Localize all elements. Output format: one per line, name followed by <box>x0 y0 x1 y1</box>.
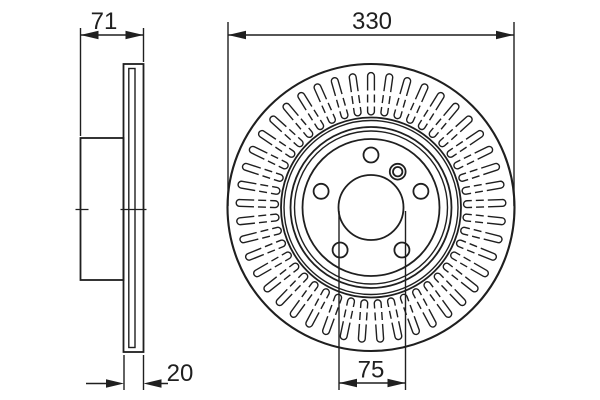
vent-slot <box>462 198 507 209</box>
vent-slot <box>357 299 369 343</box>
disc-profile <box>122 63 145 353</box>
vent-slot <box>269 115 304 148</box>
arrow-right-icon <box>387 378 406 388</box>
vent-slot <box>423 281 453 318</box>
vent-slot <box>455 239 497 261</box>
arrow-left-icon <box>80 30 99 40</box>
dim-thickness: 20 <box>86 355 193 390</box>
set-screw-hole-inner <box>392 166 404 178</box>
vent-slot <box>442 262 479 293</box>
vent-slot <box>393 77 412 120</box>
vent-channel-profile <box>128 67 136 349</box>
dimension-annotations: 71 330 20 75 <box>79 8 515 390</box>
outer-edge-circle <box>226 62 516 353</box>
vent-slot <box>453 145 494 170</box>
center-bore-circle <box>337 174 405 241</box>
dim-outer-diameter-value: 330 <box>352 8 392 35</box>
vent-slot <box>438 115 473 148</box>
vent-slot <box>380 73 394 117</box>
vent-slot <box>236 213 280 226</box>
vent-slot <box>257 129 296 158</box>
front-view <box>226 62 516 353</box>
vent-slot <box>282 102 314 139</box>
vent-slot <box>399 293 421 336</box>
vent-band-inner-circle-2 <box>283 119 459 296</box>
dim-bore-extension-lines <box>338 211 407 390</box>
vent-slot <box>348 73 362 117</box>
vent-slot <box>330 77 349 120</box>
arrow-left-icon <box>339 378 357 388</box>
vent-slot <box>263 262 300 293</box>
vent-slot <box>275 272 309 307</box>
vent-slot <box>313 83 337 124</box>
bolt-hole <box>412 182 430 200</box>
dim-outer-diameter-extension-lines <box>227 22 515 206</box>
bolt-hole <box>312 182 330 200</box>
vent-slot <box>446 129 485 158</box>
dim-bore-value: 75 <box>358 357 385 384</box>
vent-slot <box>245 239 287 261</box>
vent-slot <box>297 91 325 131</box>
vent-slot <box>386 297 403 341</box>
friction-surface-inner-circle <box>289 126 453 289</box>
vent-slot <box>462 213 506 226</box>
vent-slot <box>428 102 460 139</box>
side-view <box>75 63 147 353</box>
vent-slot <box>411 288 437 328</box>
dim-thickness-value: 20 <box>167 360 194 387</box>
arrow-left-icon <box>143 379 162 388</box>
vent-slot <box>239 226 282 244</box>
vent-slot <box>460 226 503 244</box>
bolt-holes <box>312 146 430 259</box>
vent-slot <box>405 83 429 124</box>
dim-hat-depth-value: 71 <box>91 8 118 35</box>
vent-slot <box>253 251 292 278</box>
groove-circle <box>293 130 449 285</box>
set-screw-hole-outer <box>388 162 407 181</box>
arrow-right-icon <box>106 379 124 388</box>
vent-slot <box>366 71 376 116</box>
dim-hat-depth: 71 <box>79 8 145 136</box>
vent-slot <box>339 297 356 341</box>
vent-slot <box>235 198 280 209</box>
vent-slot <box>373 299 385 343</box>
vent-slot <box>450 251 489 278</box>
hat-edge-circle <box>301 138 441 277</box>
vent-slot <box>461 180 505 195</box>
dim-bore-diameter: 75 <box>338 211 407 390</box>
vent-slot <box>241 162 284 182</box>
vent-slot <box>305 288 331 328</box>
vent-slots <box>235 71 507 343</box>
bolt-hole <box>393 241 411 259</box>
vent-slot <box>458 162 501 182</box>
arrow-right-icon <box>125 30 144 40</box>
vent-band-inner-circle <box>280 116 462 299</box>
dim-outer-diameter: 330 <box>227 8 515 206</box>
vent-slot <box>433 272 467 307</box>
arrow-right-icon <box>496 30 514 40</box>
vent-slot <box>289 281 319 318</box>
vent-slot <box>248 145 289 170</box>
set-screw-hole <box>388 162 407 181</box>
dim-thickness-extension-lines <box>123 355 145 390</box>
bolt-hole <box>362 146 380 164</box>
vent-slot <box>417 91 445 131</box>
arrow-left-icon <box>228 30 246 40</box>
vent-slot <box>321 293 343 336</box>
bolt-hole <box>331 241 349 259</box>
vent-slot <box>237 180 281 195</box>
dim-hat-depth-extension-lines <box>79 28 145 136</box>
